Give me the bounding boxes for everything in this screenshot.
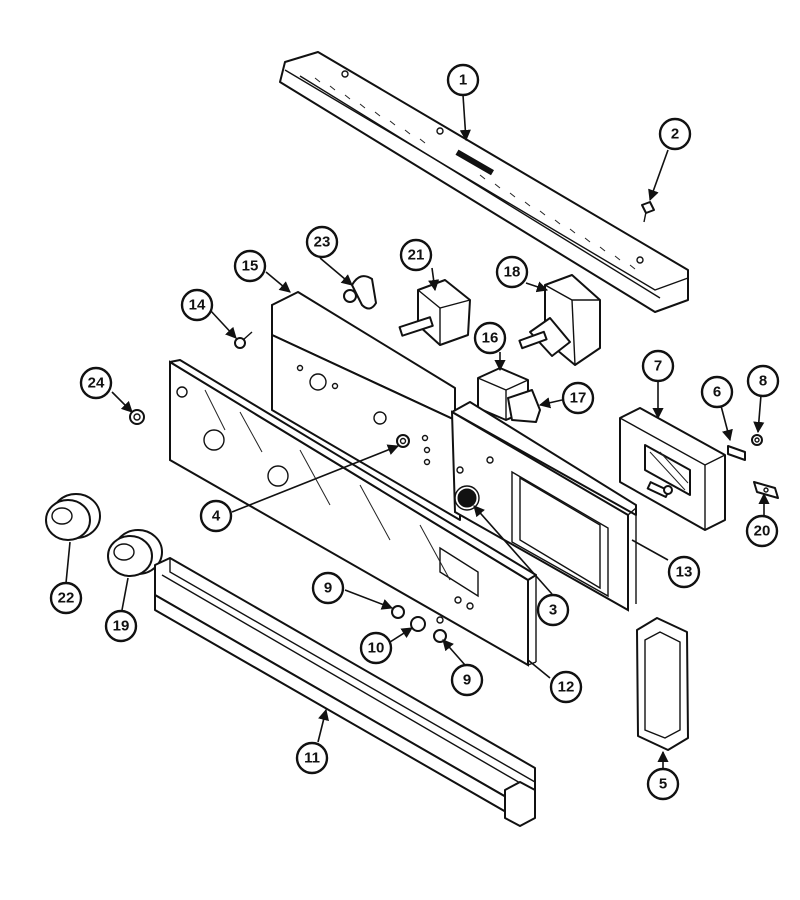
callout-19: 19 <box>104 609 138 643</box>
callout-24: 24 <box>79 366 113 400</box>
callout-2: 2 <box>658 117 692 151</box>
part-3-encoder <box>454 485 480 511</box>
svg-text:21: 21 <box>408 247 425 264</box>
part-23-bracket <box>343 275 377 310</box>
part-6-clip <box>727 445 746 461</box>
svg-text:15: 15 <box>242 258 259 275</box>
callout-15: 15 <box>233 249 267 283</box>
part-1-top-rail <box>279 51 689 313</box>
svg-text:4: 4 <box>212 508 221 525</box>
part-18-selector-switch <box>518 274 601 366</box>
svg-text:13: 13 <box>676 564 693 581</box>
part-19-knob <box>107 529 163 577</box>
svg-text:9: 9 <box>463 672 471 689</box>
callout-13: 13 <box>667 555 701 589</box>
part-10-button <box>410 616 426 632</box>
callout-21: 21 <box>399 238 433 272</box>
part-24-grommet <box>129 409 145 425</box>
svg-text:24: 24 <box>88 375 105 392</box>
callout-17: 17 <box>561 381 595 415</box>
part-17-relay <box>507 389 541 423</box>
svg-text:6: 6 <box>713 384 721 401</box>
part-2-screw <box>641 201 655 223</box>
callout-23: 23 <box>305 225 339 259</box>
svg-text:10: 10 <box>368 640 385 657</box>
rail-slots <box>314 77 636 270</box>
part-7-display <box>619 407 726 531</box>
svg-text:7: 7 <box>654 358 662 375</box>
callout-6: 6 <box>700 375 734 409</box>
svg-text:16: 16 <box>482 330 499 347</box>
callout-16: 16 <box>473 321 507 355</box>
svg-text:23: 23 <box>314 234 331 251</box>
svg-text:18: 18 <box>504 264 521 281</box>
svg-text:17: 17 <box>570 390 587 407</box>
svg-text:20: 20 <box>754 523 771 540</box>
svg-text:14: 14 <box>189 297 206 314</box>
callout-18: 18 <box>495 255 529 289</box>
callout-1: 1 <box>446 63 480 97</box>
svg-text:5: 5 <box>659 776 667 793</box>
part-4-bushing <box>396 434 410 448</box>
svg-text:3: 3 <box>549 602 557 619</box>
svg-text:11: 11 <box>304 750 320 767</box>
part-15-back-plate <box>271 291 461 521</box>
svg-text:8: 8 <box>759 373 767 390</box>
svg-text:1: 1 <box>459 72 467 89</box>
svg-text:2: 2 <box>671 126 679 143</box>
part-5-bezel <box>636 617 689 751</box>
part-22-knob <box>45 493 101 541</box>
part-14-screw <box>234 331 253 349</box>
part-8-nut <box>751 434 763 446</box>
part-9-button-b <box>433 629 447 643</box>
callout-9-lower: 9 <box>450 663 484 697</box>
svg-text:19: 19 <box>113 618 130 635</box>
callout-4: 4 <box>199 499 233 533</box>
svg-text:9: 9 <box>324 580 332 597</box>
part-9-button-a <box>391 605 405 619</box>
part-13-control-panel <box>450 401 637 612</box>
svg-text:22: 22 <box>58 590 75 607</box>
callout-8: 8 <box>746 364 780 398</box>
part-21-switch <box>398 279 471 346</box>
callout-22: 22 <box>49 581 83 615</box>
callout-3: 3 <box>536 593 570 627</box>
callout-11: 11 <box>295 741 329 775</box>
callout-14: 14 <box>180 288 214 322</box>
callout-10: 10 <box>359 631 393 665</box>
leader-lines <box>65 94 770 768</box>
part-11-bottom-extrusion <box>154 557 536 827</box>
callout-9-upper: 9 <box>311 571 345 605</box>
part-20-connector <box>753 481 779 499</box>
callout-20: 20 <box>745 514 779 548</box>
svg-text:12: 12 <box>558 679 575 696</box>
callout-7: 7 <box>641 349 675 383</box>
callout-5: 5 <box>646 767 680 801</box>
callout-12: 12 <box>549 670 583 704</box>
